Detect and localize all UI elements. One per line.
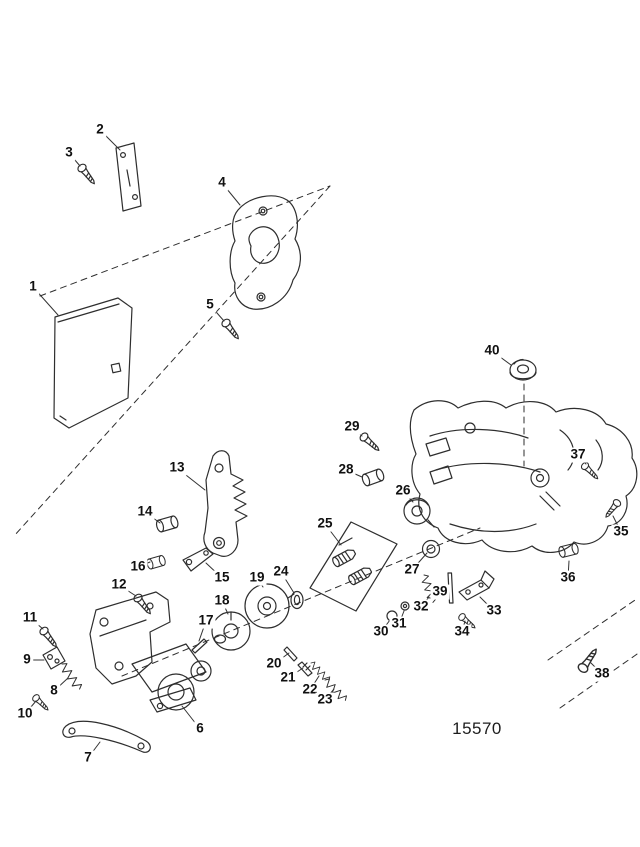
- part-8-spring: [58, 661, 84, 693]
- part-26-cover-disc: [403, 497, 435, 528]
- part-13-ratchet-plate: [203, 450, 248, 557]
- part-number-30: 30: [371, 623, 391, 640]
- part-17-pin: [191, 638, 208, 654]
- part-number-34: 34: [452, 623, 472, 640]
- part-40-grommet: [509, 358, 537, 381]
- part-number-24: 24: [271, 563, 291, 580]
- part-7-link-arm: [62, 720, 151, 753]
- part-number-18: 18: [212, 592, 232, 609]
- leader-lines: [24, 129, 622, 759]
- part-number-10: 10: [15, 705, 35, 722]
- part-number-17: 17: [196, 612, 216, 629]
- part-number-8: 8: [48, 682, 60, 699]
- part-31-seat: [400, 601, 410, 611]
- part-number-31: 31: [389, 615, 409, 632]
- part-number-23: 23: [315, 691, 335, 708]
- part-number-16: 16: [128, 558, 148, 575]
- part-33-bracket: [458, 570, 495, 601]
- part-number-7: 7: [82, 749, 94, 766]
- part-number-3: 3: [63, 144, 75, 161]
- part-4-cover: [229, 195, 301, 310]
- part-number-15: 15: [212, 569, 232, 586]
- part-28-cylinder: [360, 467, 386, 488]
- part-housing: [409, 400, 638, 553]
- part-20-pin: [283, 646, 298, 662]
- part-number-26: 26: [393, 482, 413, 499]
- part-number-11: 11: [20, 609, 40, 626]
- part-22-spring: [308, 660, 332, 684]
- part-number-32: 32: [411, 598, 431, 615]
- part-29-screw: [357, 430, 383, 455]
- part-9-clip: [42, 646, 66, 670]
- part-25-gasket-plate: [309, 521, 398, 612]
- part-number-33: 33: [484, 602, 504, 619]
- part-number-5: 5: [204, 296, 216, 313]
- part-number-13: 13: [167, 459, 187, 476]
- part-number-22: 22: [300, 681, 320, 698]
- part-number-2: 2: [94, 121, 106, 138]
- part-number-27: 27: [402, 561, 422, 578]
- part-number-4: 4: [216, 174, 228, 191]
- part-15-lever: [182, 547, 214, 572]
- part-number-38: 38: [592, 665, 612, 682]
- parts: [30, 142, 638, 753]
- part-number-35: 35: [611, 523, 631, 540]
- part-24-ring: [290, 590, 304, 610]
- part-11-screw: [37, 625, 61, 651]
- part-number-1: 1: [27, 278, 39, 295]
- part-number-14: 14: [135, 503, 155, 520]
- part-number-36: 36: [558, 569, 578, 586]
- part-35-screw: [602, 497, 623, 521]
- part-1-plate: [53, 297, 133, 429]
- figure-number: 15570: [452, 719, 502, 738]
- construction-lines: [13, 185, 640, 709]
- part-number-25: 25: [315, 515, 335, 532]
- part-37-screw: [579, 460, 602, 483]
- part-number-9: 9: [21, 651, 33, 668]
- part-27-nut: [421, 539, 441, 559]
- part-number-21: 21: [278, 669, 298, 686]
- part-19-pulley: [244, 583, 295, 629]
- part-6-bracket-assembly: [89, 591, 212, 713]
- part-18-drum: [211, 611, 251, 651]
- part-number-12: 12: [109, 576, 129, 593]
- part-number-6: 6: [194, 720, 206, 737]
- part-14-bushing: [154, 514, 180, 534]
- part-number-29: 29: [342, 418, 362, 435]
- part-number-20: 20: [264, 655, 284, 672]
- part-number-40: 40: [482, 342, 502, 359]
- part-number-37: 37: [568, 446, 588, 463]
- part-number-19: 19: [247, 569, 267, 586]
- part-21-pin: [297, 661, 313, 677]
- part-number-28: 28: [336, 461, 356, 478]
- part-2-plate: [115, 142, 142, 212]
- part-number-39: 39: [430, 583, 450, 600]
